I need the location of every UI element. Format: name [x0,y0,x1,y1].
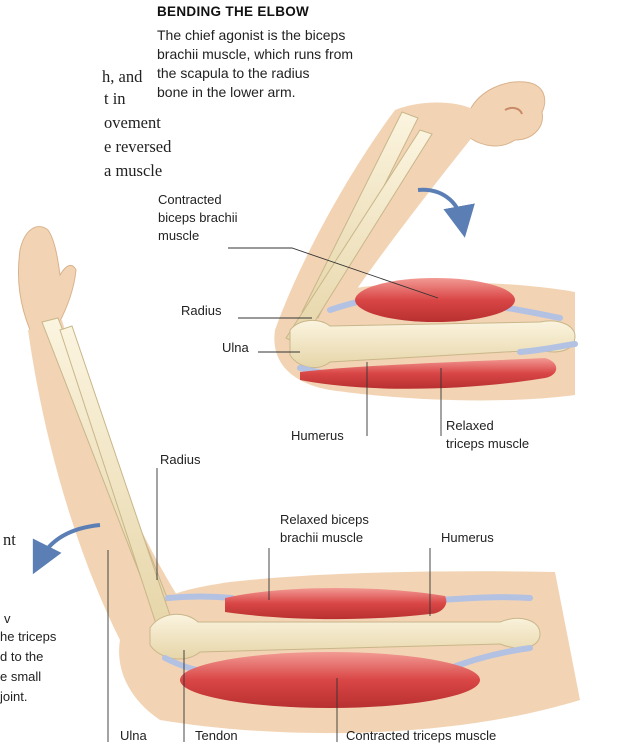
intro-line: brachii muscle, which runs from [157,45,447,64]
label-contracted-biceps: muscle [158,228,199,244]
intro-line: The chief agonist is the biceps [157,26,447,45]
label-upper-ulna: Ulna [222,340,249,356]
label-lower-ulna: Ulna [120,728,147,744]
label-tendon: Tendon [195,728,238,744]
left-text-fragment: d to the [0,648,43,665]
left-text-fragment: he triceps [0,628,56,645]
upper-contracted-biceps-muscle [355,278,515,322]
intro-paragraph: The chief agonist is the biceps brachii … [157,26,447,102]
intro-line: the scapula to the radius [157,64,447,83]
intro-line: bone in the lower arm. [157,83,447,102]
lower-hand [18,227,76,330]
upper-fist [470,82,545,146]
label-upper-humerus: Humerus [291,428,344,444]
label-lower-humerus: Humerus [441,530,494,546]
lower-contracted-triceps-muscle [180,652,480,708]
left-text-fragment: joint. [0,688,27,705]
label-relaxed-biceps: brachii muscle [280,530,363,546]
label-upper-radius: Radius [181,303,221,319]
section-heading: BENDING THE ELBOW [157,4,309,19]
label-relaxed-triceps: Relaxed [446,418,494,434]
label-relaxed-biceps: Relaxed biceps [280,512,369,528]
upper-arm-illustration [274,82,575,401]
label-lower-radius: Radius [160,452,200,468]
lower-relaxed-biceps-muscle [225,588,446,619]
label-relaxed-triceps: triceps muscle [446,436,529,452]
left-text-fragment: ovement [104,112,161,133]
left-text-fragment: a muscle [104,160,162,181]
left-text-fragment: v [4,610,11,627]
left-text-fragment: t in [104,88,126,109]
left-text-fragment: e small [0,668,41,685]
label-contracted-biceps: Contracted [158,192,222,208]
left-text-fragment: e reversed [104,136,171,157]
left-text-fragment: h, and [102,66,142,87]
label-contracted-triceps: Contracted triceps muscle [346,728,496,744]
label-contracted-biceps: biceps brachii [158,210,238,226]
left-text-fragment: nt [3,529,16,550]
